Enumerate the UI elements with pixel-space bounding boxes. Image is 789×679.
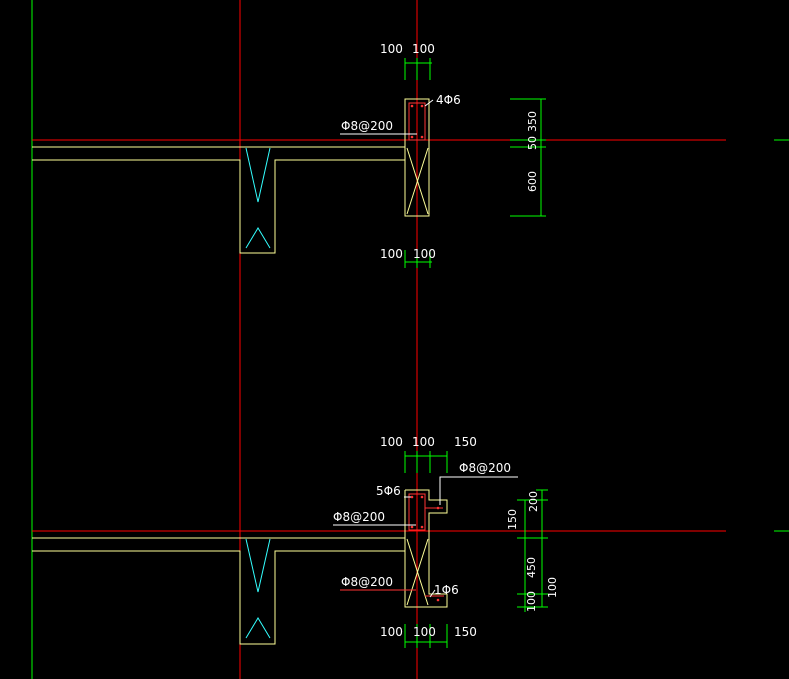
top-haunch-cyan-2	[245, 227, 271, 249]
label-longitudinal-bar: 4Φ6	[436, 93, 461, 107]
dim-label-top-right: 100	[412, 42, 435, 56]
rebar-dot	[410, 495, 414, 499]
dim-label-bottom-1: 100	[380, 625, 403, 639]
label-stirrup: Φ8@200	[341, 119, 393, 133]
dim-label-top-1: 100	[380, 435, 403, 449]
grid-lines	[31, 0, 789, 679]
dim-label-top-3: 150	[454, 435, 477, 449]
top-beam-cross-2	[406, 147, 429, 215]
vertical-dim-label: 200	[527, 491, 540, 512]
rebar-dot	[420, 525, 424, 529]
vertical-dim-label: 100	[546, 577, 559, 598]
label-bottom-bar: 1Φ6	[434, 583, 459, 597]
top-haunch-cyan	[245, 147, 271, 203]
dim-label-bottom-left: 100	[380, 247, 403, 261]
rebar-dot	[410, 135, 414, 139]
top-detail: 100 100 100 100 4Φ6 Φ8@200 350 50 600	[32, 42, 546, 268]
bottom-beam-rebar-cage	[408, 493, 426, 531]
vertical-dim-label: 150	[506, 509, 519, 530]
dim-label-bottom-right: 100	[413, 247, 436, 261]
bottom-detail: 100 100 150 100 100 150 Φ8@200 5Φ6 Φ8@20…	[32, 435, 559, 648]
dim-label-top-2: 100	[412, 435, 435, 449]
rebar-dot	[410, 525, 414, 529]
top-beam-outline	[404, 98, 430, 217]
leader-line	[429, 589, 436, 598]
vertical-dim-label: 450	[525, 557, 538, 578]
rebar-dot	[420, 104, 424, 108]
bottom-haunch-cyan-2	[245, 617, 271, 639]
vertical-dim-label: 600	[526, 171, 539, 192]
label-longitudinal-bar: 5Φ6	[376, 484, 401, 498]
label-stirrup-top-right: Φ8@200	[459, 461, 511, 475]
rebar-dot	[410, 104, 414, 108]
leader-line	[424, 99, 434, 107]
vertical-dim-label: 50	[526, 136, 539, 150]
dim-label-bottom-2: 100	[413, 625, 436, 639]
top-beam-rebar-cage	[408, 102, 426, 141]
dim-label-bottom-3: 150	[454, 625, 477, 639]
dim-label-top-left: 100	[380, 42, 403, 56]
vertical-dim-label: 350	[526, 111, 539, 132]
rebar-dot	[436, 506, 440, 510]
bottom-slab-outline-lower	[32, 550, 405, 645]
bottom-beam-cross-2	[406, 538, 429, 606]
bottom-beam-outline	[404, 489, 448, 608]
rebar-dot	[436, 598, 440, 602]
rebar-dot	[420, 495, 424, 499]
leader-line	[439, 476, 518, 505]
top-slab-outline-lower	[32, 159, 405, 254]
rebar-dot	[420, 135, 424, 139]
vertical-dim-label: 100	[525, 591, 538, 612]
bottom-haunch-cyan	[245, 538, 271, 593]
label-stirrup-lower: Φ8@200	[341, 575, 393, 589]
label-stirrup-slab: Φ8@200	[333, 510, 385, 524]
